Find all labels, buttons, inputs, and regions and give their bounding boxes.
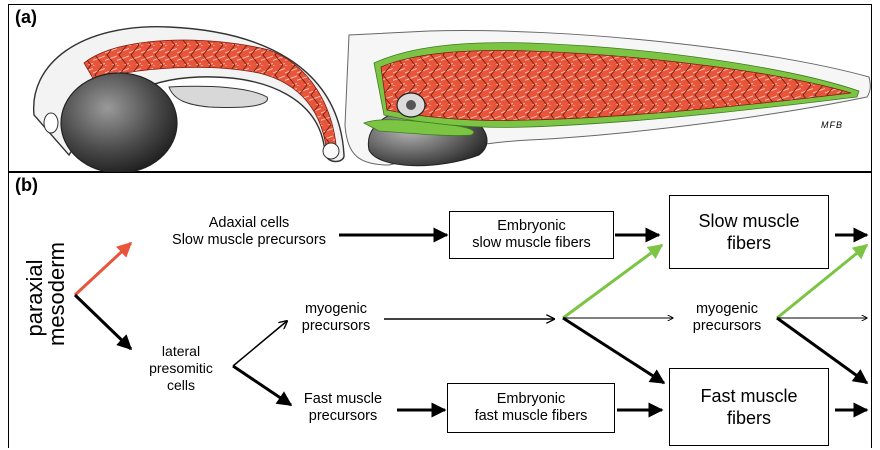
embryonic-slow-line-1: Embryonic — [497, 218, 566, 235]
adaxial-line-2: Slow muscle precursors — [159, 232, 339, 249]
lateral-presomitic-cells-label: lateral presomitic cells — [129, 343, 233, 394]
embryonic-fast-fibers-box: Embryonic fast muscle fibers — [447, 383, 615, 433]
larva-illustration — [345, 31, 870, 166]
slow-fibers-line-1: Slow muscle — [698, 210, 799, 232]
paraxial-mesoderm-label: paraxial mesoderm — [24, 250, 70, 346]
fast-muscle-fibers-box: Fast muscle fibers — [669, 368, 829, 446]
lateral-line-2: presomitic — [129, 360, 233, 377]
myogenic-precursors-label: myogenic precursors — [289, 301, 383, 335]
adaxial-line-1: Adaxial cells — [159, 215, 339, 232]
myogenic-1-line-2: precursors — [289, 318, 383, 335]
lateral-line-3: cells — [129, 377, 233, 394]
myogenic-2-line-1: myogenic — [679, 301, 775, 318]
zebrafish-illustrations — [9, 5, 873, 173]
arrow-lateral-to-myogenic — [233, 321, 287, 366]
artist-signature: MFB — [821, 117, 843, 134]
arrow-paraxial-to-lateral — [75, 295, 131, 349]
paraxial-line-2: mesoderm — [46, 250, 68, 346]
myogenic-1-line-1: myogenic — [289, 301, 383, 318]
adaxial-cells-label: Adaxial cells Slow muscle precursors — [159, 215, 339, 249]
arrow-lateral-to-fast-precursors — [233, 366, 291, 405]
slow-muscle-fibers-box: Slow muscle fibers — [669, 195, 829, 269]
myogenic-2-line-2: precursors — [679, 318, 775, 335]
fast-muscle-precursors-label: Fast muscle precursors — [291, 391, 395, 425]
arrow-branch-to-fast-fibers — [563, 318, 664, 383]
embryonic-slow-fibers-box: Embryonic slow muscle fibers — [449, 211, 614, 259]
slow-fibers-line-2: fibers — [727, 232, 771, 254]
paraxial-line-1: paraxial — [24, 250, 46, 346]
myogenic-precursors-2-label: myogenic precursors — [679, 301, 775, 335]
fast-fibers-line-1: Fast muscle — [700, 385, 797, 407]
fast-precursors-line-2: precursors — [291, 408, 395, 425]
embryonic-slow-line-2: slow muscle fibers — [472, 235, 590, 252]
lateral-line-1: lateral — [129, 343, 233, 360]
panel-b: (b) — [8, 172, 872, 448]
fast-precursors-line-1: Fast muscle — [291, 391, 395, 408]
fast-fibers-line-2: fibers — [727, 407, 771, 429]
panel-a: (a) — [8, 4, 872, 172]
embryo-illustration — [34, 27, 344, 173]
arrow-paraxial-to-adaxial — [75, 243, 131, 295]
embryonic-fast-line-1: Embryonic — [497, 391, 566, 408]
embryonic-fast-line-2: fast muscle fibers — [475, 408, 588, 425]
